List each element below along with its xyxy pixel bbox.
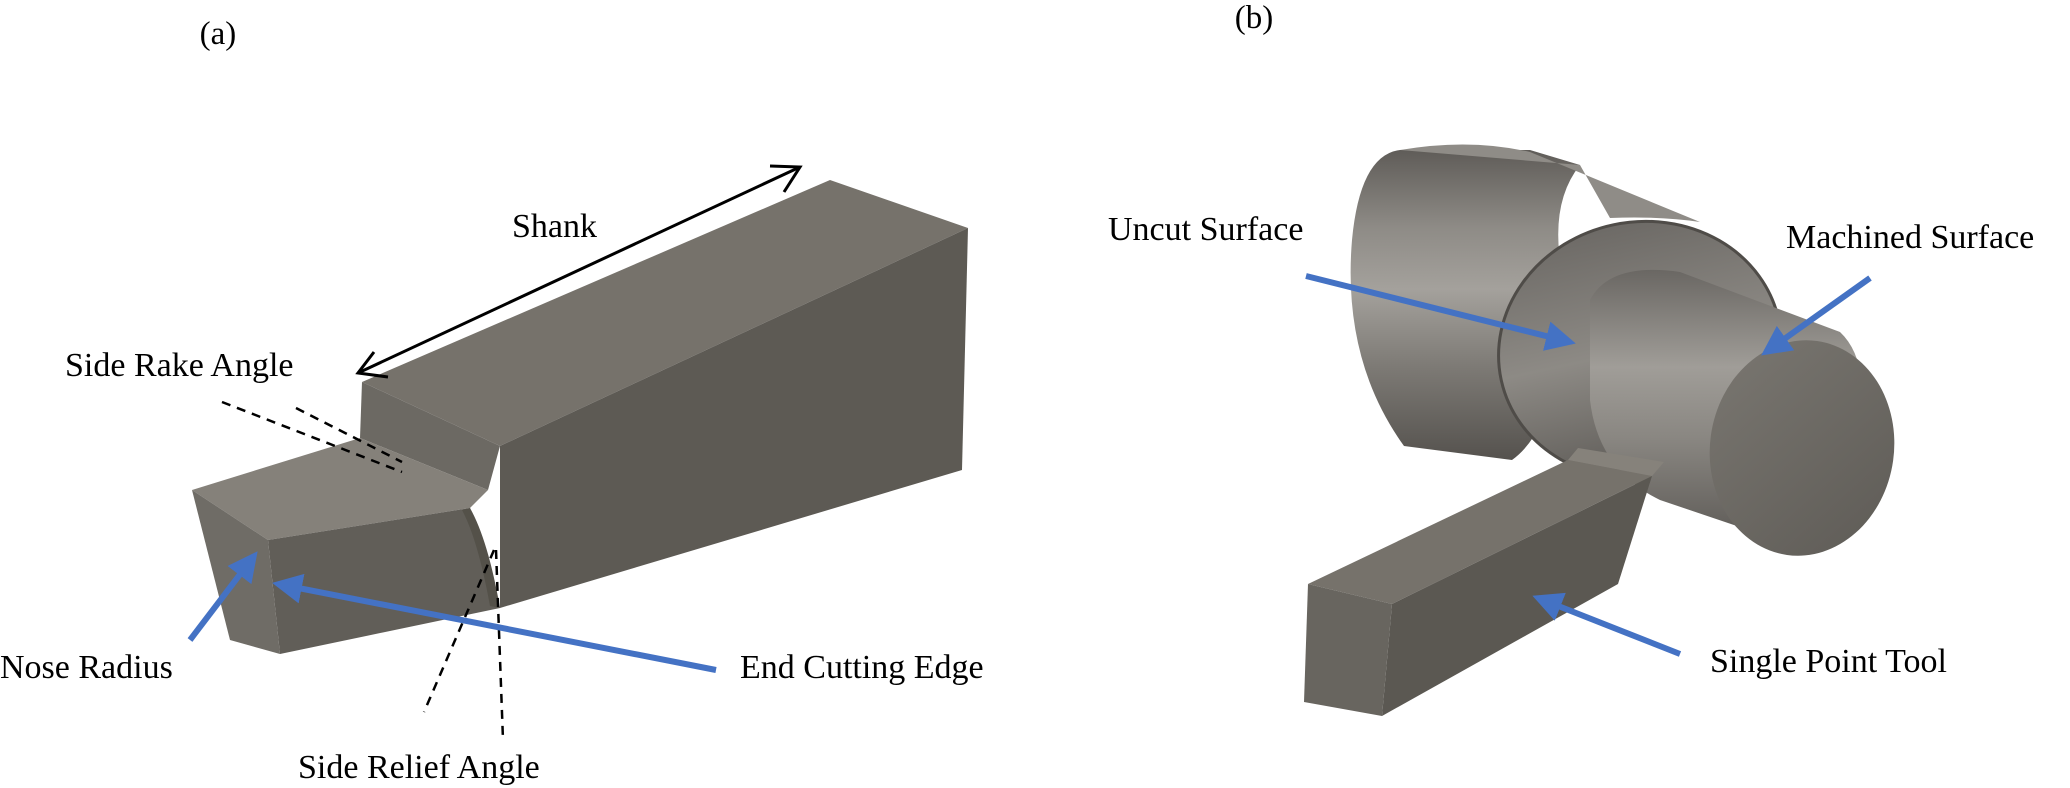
shank-arrow (357, 165, 801, 375)
shank-arrow-head-end (769, 164, 803, 193)
tool-top-face (1308, 460, 1652, 604)
panel-a: (a) Shank Side Rake Angle (0, 16, 984, 786)
shank-side-face (500, 228, 968, 608)
single-point-tool (1304, 448, 1664, 716)
tool-tip (1568, 448, 1664, 476)
single-point-tool-arrow (1532, 592, 1682, 657)
shank-step-face (360, 382, 500, 490)
small-cylinder-end-face (1709, 340, 1895, 556)
head-transition (462, 508, 500, 608)
shank-arrow-head-start (355, 351, 389, 379)
panel-b-label: (b) (1235, 0, 1273, 36)
side-relief-angle-label: Side Relief Angle (298, 749, 540, 786)
tool-end-face (1304, 584, 1392, 716)
side-rake-dash-1 (221, 400, 403, 474)
side-rake-angle-label: Side Rake Angle (65, 347, 294, 384)
panel-b: (b) Uncut Surface Machined Surface (1108, 0, 2034, 716)
shank-label: Shank (512, 208, 597, 245)
machined-surface-arrow (1761, 275, 1872, 356)
rake-face (192, 438, 488, 540)
nose-radius-label: Nose Radius (0, 649, 173, 686)
large-cylinder-top (1400, 144, 1700, 222)
end-cutting-edge-arrow (272, 573, 717, 673)
side-relief-dash-1 (422, 549, 496, 713)
nose-radius-arrow (187, 551, 258, 642)
machined-surface-label: Machined Surface (1786, 219, 2034, 256)
side-rake-dash-2 (295, 406, 403, 464)
shank-top-face (362, 180, 968, 446)
panel-a-label: (a) (200, 16, 237, 52)
single-point-tool-label: Single Point Tool (1710, 643, 1947, 680)
workpiece (1350, 144, 1895, 556)
tool-side-face (1382, 476, 1652, 716)
uncut-surface-label: Uncut Surface (1108, 211, 1303, 248)
cutting-tool (192, 180, 968, 654)
end-cutting-edge-label: End Cutting Edge (740, 649, 984, 686)
uncut-surface-arrow (1305, 273, 1576, 351)
